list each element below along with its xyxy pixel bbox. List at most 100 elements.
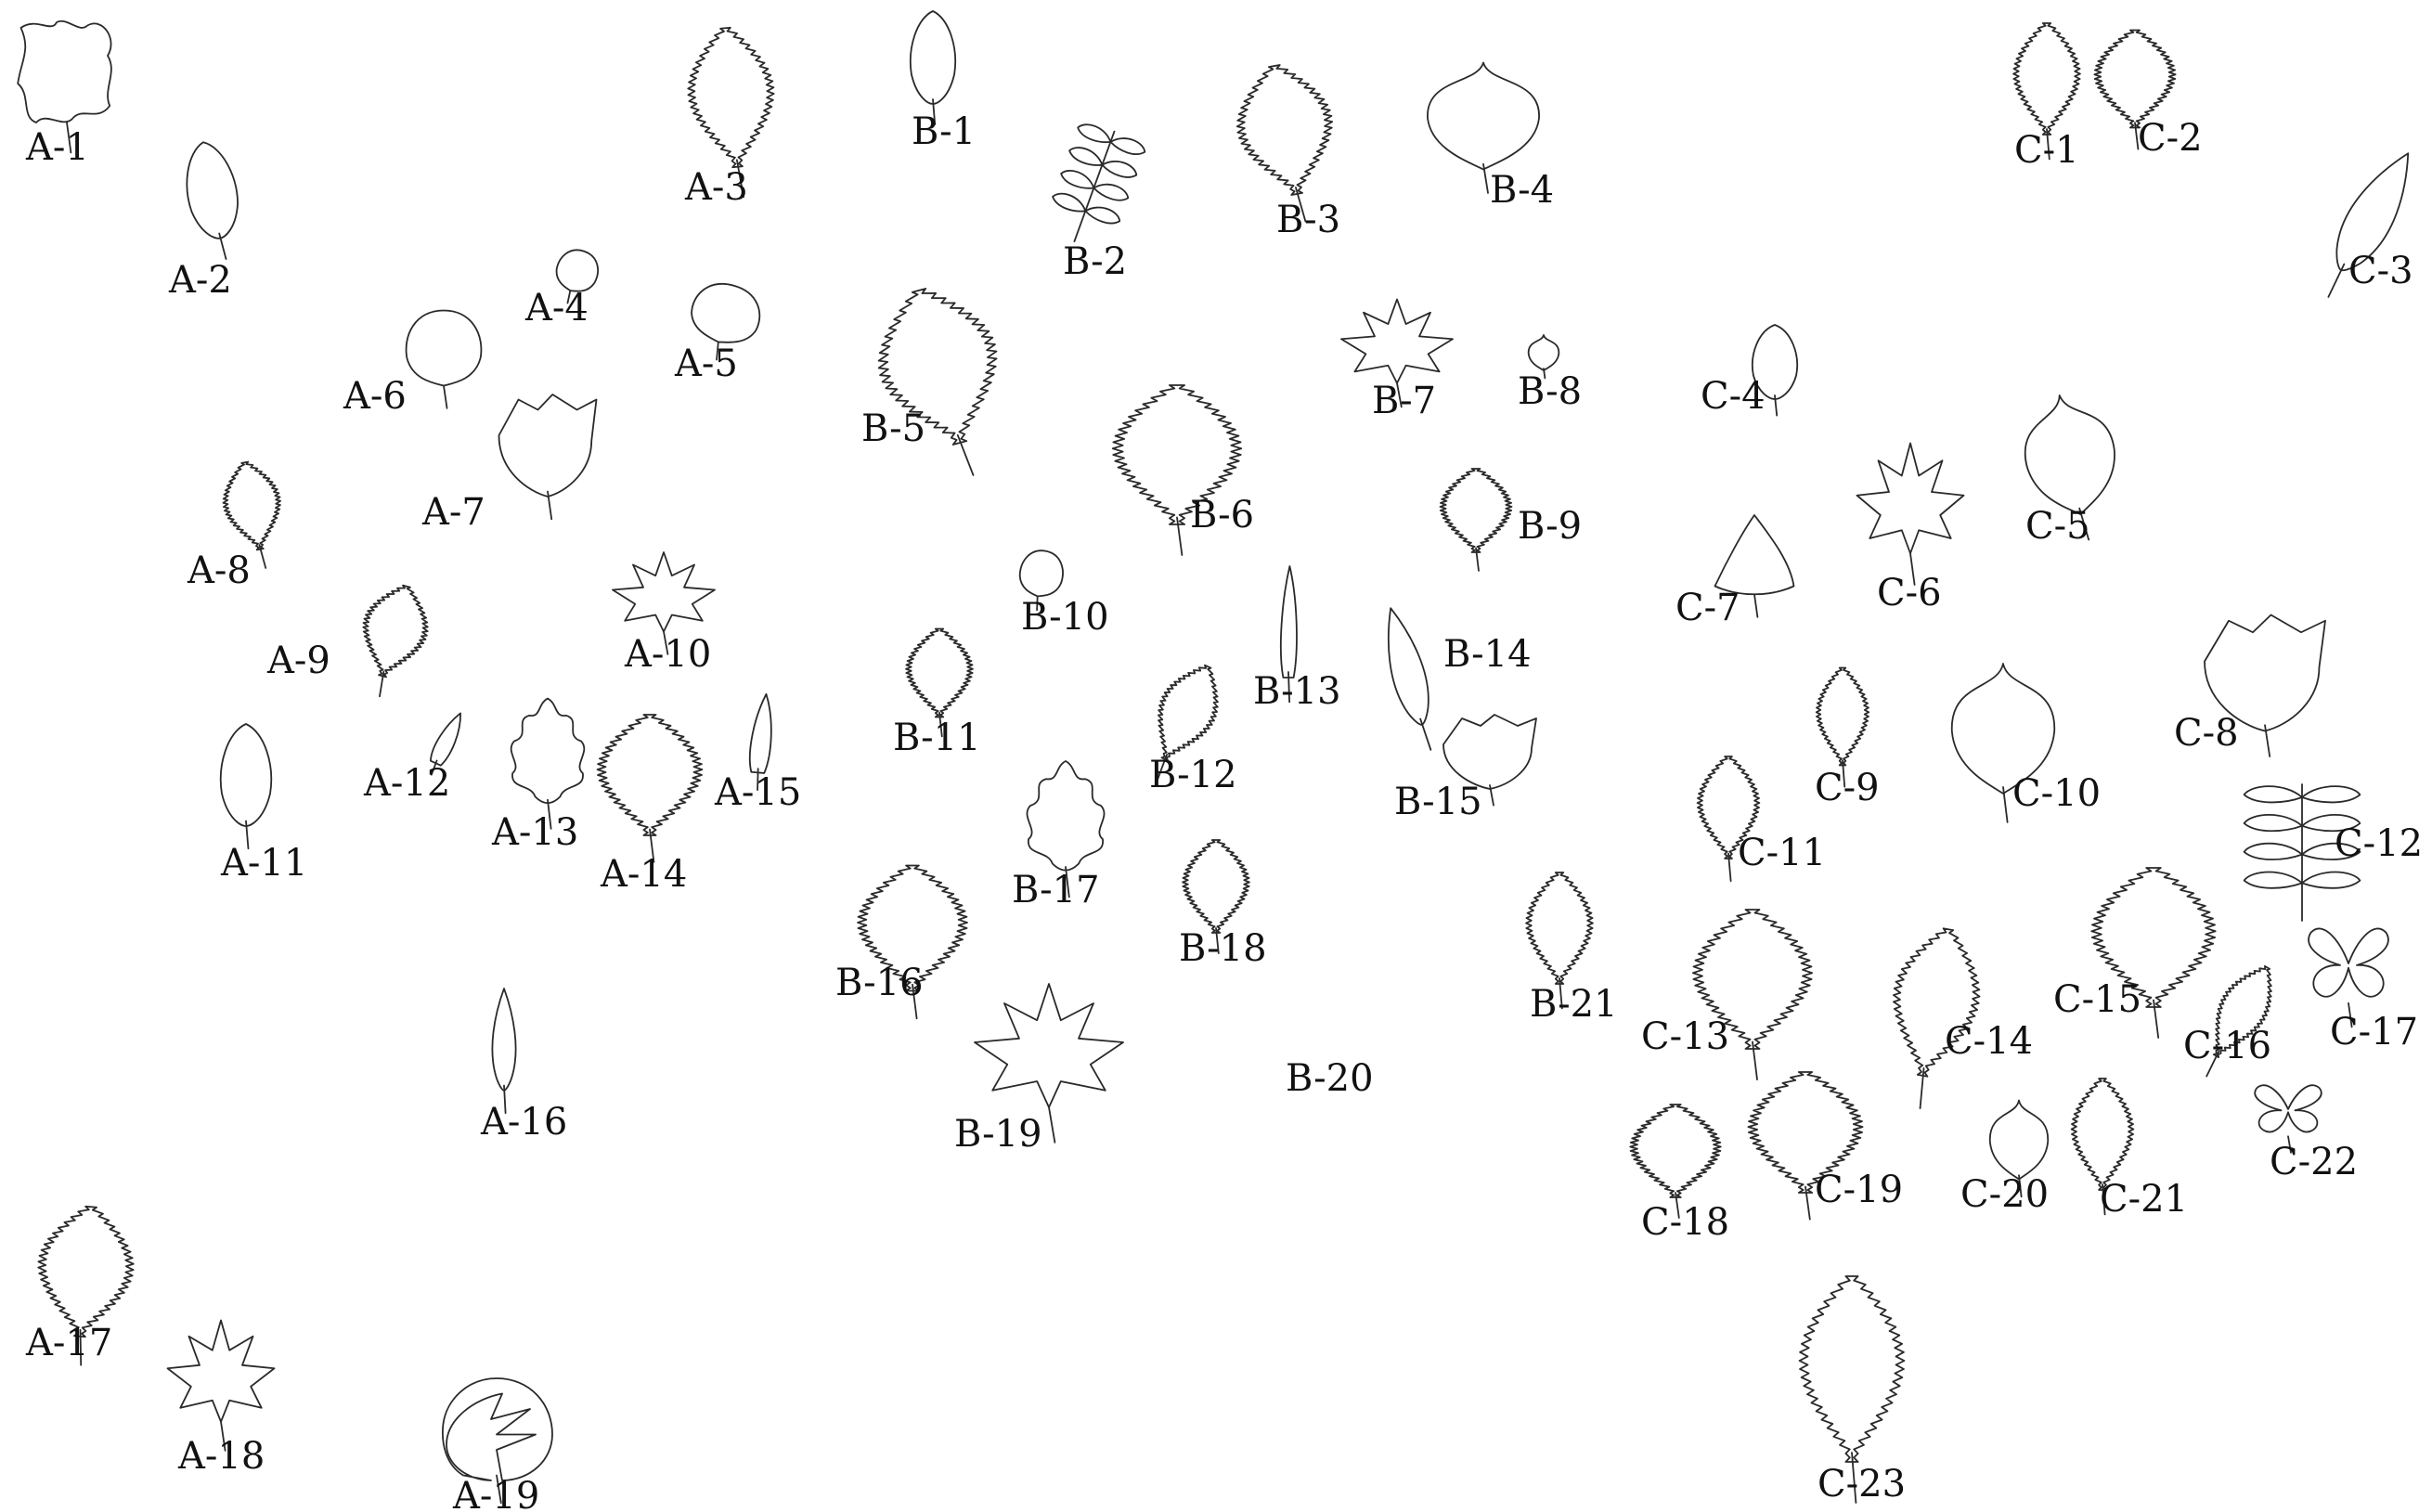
label-a-10: A-10 [624, 633, 711, 676]
leaf-outline-c-13 [1693, 910, 1812, 1079]
label-b-4: B-4 [1490, 169, 1554, 212]
label-c-8: C-8 [2174, 712, 2239, 755]
leaf-outline-a-11 [221, 724, 271, 848]
label-a-11: A-11 [220, 842, 307, 885]
label-a-17: A-17 [25, 1322, 112, 1364]
label-b-13: B-13 [1253, 670, 1341, 713]
leaf-outline-c-6 [1857, 444, 1964, 586]
leaf-outline-b-15 [1443, 715, 1536, 806]
label-b-3: B-3 [1276, 199, 1340, 241]
specimen-c-1: C-1 [2013, 23, 2080, 172]
leaf-outline-b-4 [1428, 63, 1539, 193]
label-b-21: B-21 [1530, 983, 1618, 1026]
label-a-5: A-5 [674, 342, 738, 385]
label-c-19: C-19 [1815, 1169, 1903, 1211]
label-b-18: B-18 [1179, 927, 1267, 970]
leaf-outline-a-6 [407, 311, 482, 408]
label-b-17: B-17 [1012, 869, 1100, 911]
label-c-5: C-5 [2025, 505, 2090, 548]
leaf-outline-b-18 [1183, 840, 1249, 953]
label-a-2: A-2 [168, 259, 232, 302]
leaf-outline-b-3 [1227, 58, 1349, 230]
leaf-outline-a-14 [598, 715, 703, 862]
specimen-b-3: B-3 [1227, 58, 1349, 241]
leaf-outline-b-2 [1041, 119, 1147, 253]
leaf-outline-a-2 [179, 138, 248, 264]
label-b-10: B-10 [1021, 596, 1109, 639]
label-a-19: A-19 [452, 1475, 539, 1512]
label-a-12: A-12 [363, 762, 450, 805]
specimen-b-12: B-12 [1130, 654, 1237, 796]
leaf-outline-b-21 [1526, 872, 1593, 1008]
specimen-b-8: B-8 [1518, 335, 1582, 413]
specimen-b-5: B-5 [861, 275, 1027, 492]
specimen-b-2: B-2 [1041, 119, 1147, 283]
label-c-14: C-14 [1945, 1020, 2033, 1063]
leaf-outline-c-5 [2015, 388, 2128, 549]
leaf-outline-c-9 [1817, 668, 1869, 787]
leaf-outline-a-5 [680, 277, 766, 368]
specimen-a-5: A-5 [674, 277, 767, 385]
label-c-7: C-7 [1675, 587, 1740, 629]
specimen-c-18: C-18 [1630, 1105, 1729, 1244]
leaf-outline-a-4 [547, 244, 603, 309]
specimen-a-7: A-7 [421, 394, 597, 534]
label-c-20: C-20 [1960, 1173, 2049, 1216]
leaf-outline-b-8 [1529, 335, 1559, 378]
specimen-c-13: C-13 [1641, 910, 1812, 1079]
leaf-outline-a-1 [18, 21, 111, 153]
label-a-18: A-18 [177, 1435, 265, 1478]
specimen-b-13: B-13 [1253, 566, 1341, 713]
leaf-outline-b-6 [1113, 385, 1242, 555]
leaf-outline-a-19 [443, 1378, 552, 1503]
specimen-c-16: C-16 [2183, 956, 2288, 1088]
leaf-outline-b-19 [975, 984, 1123, 1143]
leaf-outline-a-10 [613, 552, 715, 654]
label-c-17: C-17 [2330, 1011, 2418, 1053]
specimen-c-6: C-6 [1857, 444, 1964, 615]
leaf-outline-c-4 [1753, 325, 1797, 416]
specimen-a-11: A-11 [220, 724, 307, 885]
specimen-b-14: B-14 [1375, 604, 1532, 755]
specimen-a-13: A-13 [491, 699, 584, 855]
label-b-8: B-8 [1518, 370, 1582, 413]
specimen-c-5: C-5 [2015, 388, 2128, 549]
label-b-14: B-14 [1443, 633, 1532, 676]
specimen-a-6: A-6 [343, 311, 481, 419]
specimen-a-2: A-2 [168, 138, 248, 302]
specimen-b-19: B-19 [954, 984, 1123, 1156]
leaf-outline-c-19 [1748, 1072, 1862, 1220]
leaf-outline-c-12 [2244, 784, 2361, 921]
specimen-a-10: A-10 [613, 552, 715, 676]
specimen-b-18: B-18 [1179, 840, 1267, 970]
specimen-b-16: B-16 [835, 866, 967, 1019]
leaf-outline-b-1 [911, 11, 955, 124]
label-c-1: C-1 [2014, 129, 2079, 172]
leaf-outline-b-13 [1281, 566, 1297, 702]
label-c-22: C-22 [2270, 1141, 2358, 1183]
specimen-b-10: B-10 [1015, 548, 1109, 639]
leaf-outline-c-17 [2309, 928, 2388, 1027]
leaf-outline-c-7 [1715, 515, 1794, 617]
leaf-outline-c-21 [2072, 1079, 2134, 1214]
specimen-c-21: C-21 [2072, 1079, 2188, 1221]
specimen-c-3: C-3 [2307, 142, 2426, 306]
leaf-outline-c-8 [2205, 615, 2325, 757]
leaf-outline-c-20 [1990, 1101, 2048, 1197]
label-b-19: B-19 [954, 1113, 1042, 1156]
label-c-21: C-21 [2100, 1178, 2188, 1221]
specimen-b-6: B-6 [1113, 385, 1254, 555]
label-c-13: C-13 [1641, 1015, 1729, 1058]
leaf-outline-a-7 [499, 394, 597, 519]
leaf-outline-a-18 [168, 1321, 275, 1451]
leaf-outline-a-3 [682, 24, 783, 200]
label-c-9: C-9 [1815, 767, 1880, 809]
label-a-16: A-16 [480, 1101, 567, 1144]
specimen-a-14: A-14 [598, 715, 703, 896]
leaf-outline-c-11 [1698, 756, 1760, 881]
label-c-10: C-10 [2012, 772, 2101, 815]
label-b-20: B-20 [1286, 1057, 1374, 1100]
specimen-a-18: A-18 [168, 1321, 275, 1479]
label-c-3: C-3 [2348, 250, 2413, 292]
specimen-c-23: C-23 [1800, 1276, 1906, 1506]
